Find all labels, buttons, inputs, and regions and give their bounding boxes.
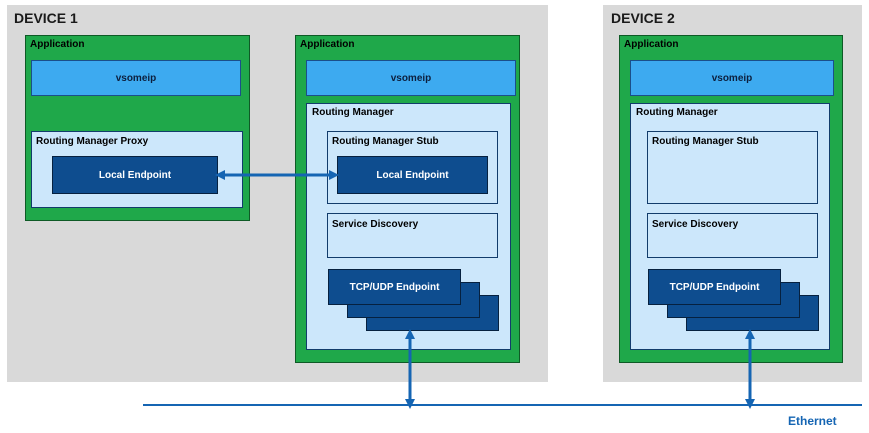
device-2-title: DEVICE 2 xyxy=(611,10,675,26)
vsomeip-box: vsomeip xyxy=(306,60,516,96)
service-discovery-label: Service Discovery xyxy=(652,219,739,230)
device-1-title: DEVICE 1 xyxy=(14,10,78,26)
routing-manager-label: Routing Manager xyxy=(312,107,394,118)
routing-manager-stub-label: Routing Manager Stub xyxy=(652,136,759,147)
vsomeip-box: vsomeip xyxy=(31,60,241,96)
service-discovery-label: Service Discovery xyxy=(332,219,419,230)
tcp-udp-endpoint: TCP/UDP Endpoint xyxy=(648,269,781,305)
service-discovery-panel xyxy=(327,213,498,258)
routing-manager-label: Routing Manager xyxy=(636,107,718,118)
tcp-udp-endpoint: TCP/UDP Endpoint xyxy=(328,269,461,305)
service-discovery-panel xyxy=(647,213,818,258)
application-routing-label: Application xyxy=(300,39,355,50)
routing-manager-stub-panel xyxy=(647,131,818,204)
routing-manager-stub-label: Routing Manager Stub xyxy=(332,136,439,147)
vsomeip-box: vsomeip xyxy=(630,60,834,96)
local-endpoint-stub: Local Endpoint xyxy=(337,156,488,194)
application-label: Application xyxy=(624,39,679,50)
local-endpoint-proxy: Local Endpoint xyxy=(52,156,218,194)
application-proxy-label: Application xyxy=(30,39,85,50)
ethernet-label: Ethernet xyxy=(788,414,837,428)
routing-manager-proxy-label: Routing Manager Proxy xyxy=(36,136,149,147)
